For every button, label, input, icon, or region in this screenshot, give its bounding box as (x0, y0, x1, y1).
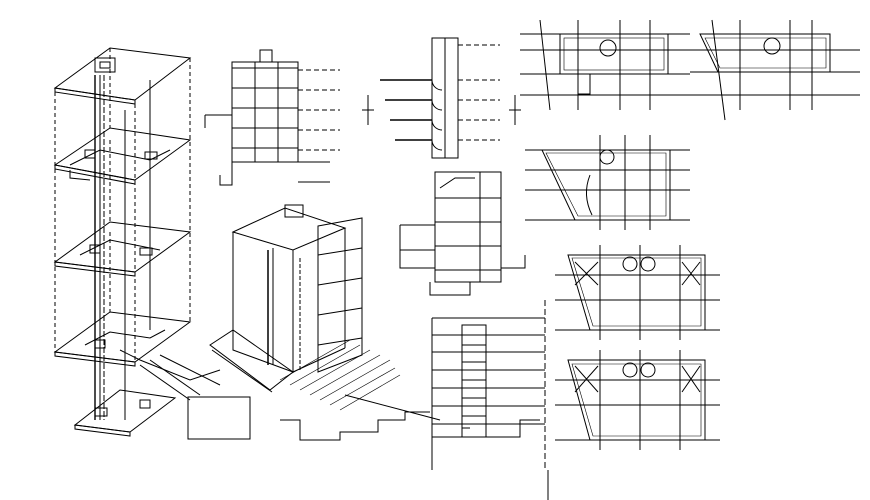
floor-plan-fourth (555, 245, 720, 340)
floor-plan-second (690, 19, 860, 121)
building-section-upper (204, 49, 340, 186)
floor-plan-third (525, 135, 690, 230)
building-elevation (431, 300, 549, 500)
building-section-middle (399, 171, 526, 296)
detail-box (187, 396, 430, 441)
isometric-plumbing-riser (53, 47, 221, 437)
floor-plan-top (520, 19, 690, 111)
floor-plan-fifth (555, 350, 720, 450)
stepped-section (362, 37, 521, 159)
building-isometric-cutaway (209, 204, 441, 421)
